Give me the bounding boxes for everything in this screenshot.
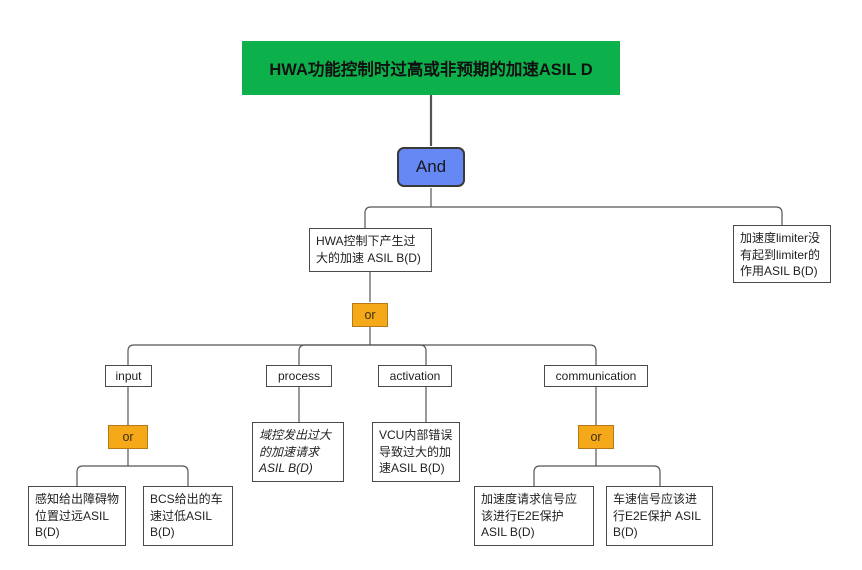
and-gate-label: And	[415, 157, 447, 176]
node-limiter-fail-label: 加速度limiter没有起到limiter的作用ASIL B(D)	[740, 231, 820, 278]
category-communication-label: communication	[555, 368, 637, 383]
leaf-activation-vcu[interactable]: VCU内部错误导致过大的加速ASIL B(D)	[372, 422, 460, 482]
or-gate-main[interactable]: or	[352, 303, 388, 327]
node-hwa-overaccel-label: HWA控制下产生过大的加速 ASIL B(D)	[316, 234, 421, 265]
leaf-perception-obstacle[interactable]: 感知给出障碍物位置过远ASIL B(D)	[28, 486, 126, 546]
leaf-accel-e2e-label: 加速度请求信号应该进行E2E保护 ASIL B(D)	[481, 492, 578, 539]
or-gate-main-label: or	[364, 308, 376, 322]
top-hazard-label: HWA功能控制时过高或非预期的加速ASIL D	[269, 61, 593, 79]
category-activation-label: activation	[389, 368, 441, 383]
or-gate-input[interactable]: or	[108, 425, 148, 449]
leaf-activation-vcu-label: VCU内部错误导致过大的加速ASIL B(D)	[379, 428, 453, 475]
node-hwa-overaccel[interactable]: HWA控制下产生过大的加速 ASIL B(D)	[309, 228, 432, 272]
leaf-process-request[interactable]: 域控发出过大的加速请求 ASIL B(D)	[252, 422, 344, 482]
leaf-speed-e2e[interactable]: 车速信号应该进行E2E保护 ASIL B(D)	[606, 486, 713, 546]
category-process-label: process	[277, 368, 321, 383]
leaf-bcs-speed[interactable]: BCS给出的车速过低ASIL B(D)	[143, 486, 233, 546]
category-process[interactable]: process	[266, 365, 332, 387]
or-gate-communication[interactable]: or	[578, 425, 614, 449]
category-input[interactable]: input	[105, 365, 152, 387]
category-input-label: input	[115, 368, 142, 383]
leaf-speed-e2e-label: 车速信号应该进行E2E保护 ASIL B(D)	[613, 492, 701, 539]
leaf-bcs-speed-label: BCS给出的车速过低ASIL B(D)	[150, 492, 223, 539]
top-hazard-node[interactable]: HWA功能控制时过高或非预期的加速ASIL D	[242, 41, 620, 95]
or-gate-input-label: or	[122, 430, 134, 444]
leaf-perception-obstacle-label: 感知给出障碍物位置过远ASIL B(D)	[35, 492, 120, 539]
category-activation[interactable]: activation	[378, 365, 452, 387]
or-gate-communication-label: or	[590, 430, 602, 444]
leaf-accel-e2e[interactable]: 加速度请求信号应该进行E2E保护 ASIL B(D)	[474, 486, 594, 546]
category-communication[interactable]: communication	[544, 365, 648, 387]
leaf-process-request-label: 域控发出过大的加速请求 ASIL B(D)	[259, 428, 332, 475]
and-gate[interactable]: And	[397, 147, 465, 187]
node-limiter-fail[interactable]: 加速度limiter没有起到limiter的作用ASIL B(D)	[733, 225, 831, 283]
